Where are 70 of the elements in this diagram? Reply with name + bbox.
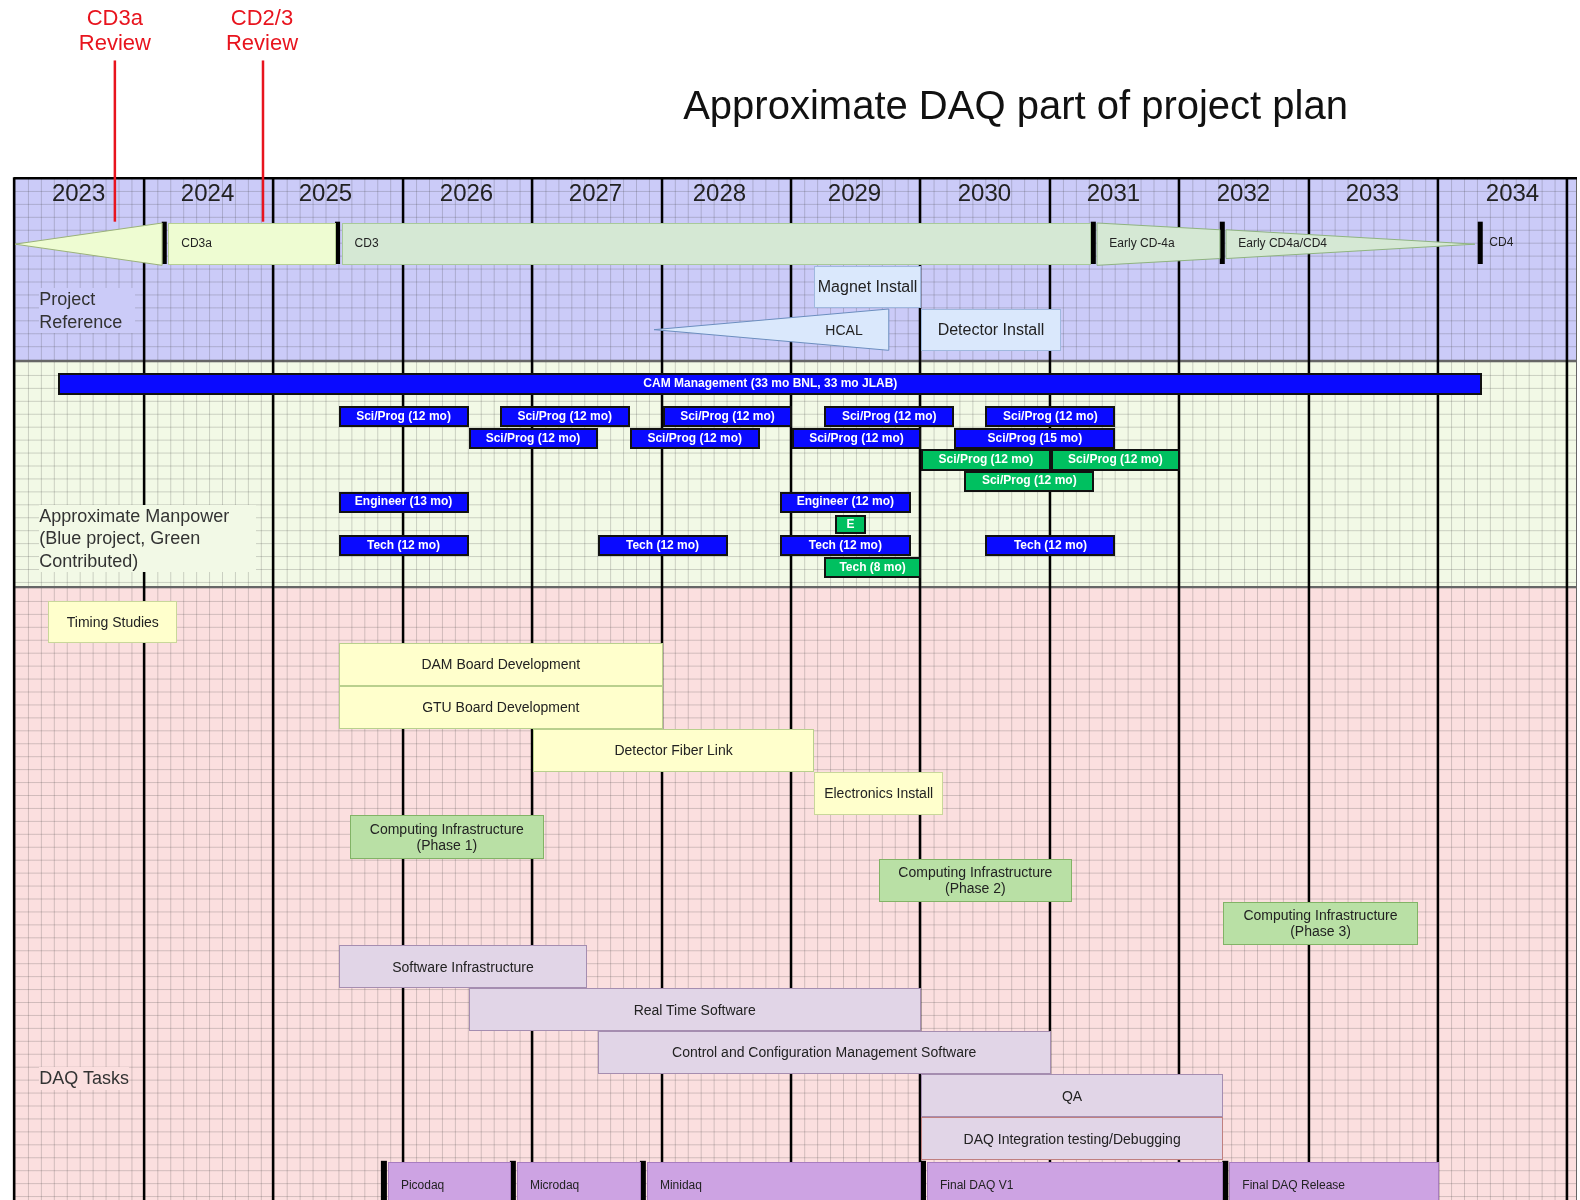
staff-bar: Sci/Prog (12 mo) xyxy=(792,428,921,450)
staff-bar: Tech (12 mo) xyxy=(597,535,728,557)
chart-title: Approximate DAQ part of project plan xyxy=(683,82,1348,128)
lane-heading: Approximate Manpower (Blue project, Green Contributed) xyxy=(39,504,256,573)
staff-bar: Sci/Prog (12 mo) xyxy=(468,428,598,450)
staff-bar: Engineer (13 mo) xyxy=(338,491,469,513)
staff-bar: Tech (12 mo) xyxy=(779,535,911,557)
schedule-bar: Magnet Install xyxy=(814,266,921,309)
task-bar: DAQ Integration testing/Debugging xyxy=(920,1117,1224,1160)
review-label: CD3a Review xyxy=(70,0,160,61)
schedule-bar: HCAL xyxy=(653,309,889,351)
staff-bar: Sci/Prog (12 mo) xyxy=(629,428,760,450)
milestone-bar xyxy=(15,222,163,265)
year-label: 2034 xyxy=(1484,179,1541,208)
task-bar: Computing Infrastructure (Phase 3) xyxy=(1223,901,1418,946)
swimlane-band xyxy=(14,360,1577,588)
lane-heading: DAQ Tasks xyxy=(39,1067,129,1090)
year-label: 2033 xyxy=(1344,179,1401,208)
swimlane-band xyxy=(14,587,1577,1200)
staff-bar: Sci/Prog (12 mo) xyxy=(663,406,792,428)
staff-bar: Sci/Prog (12 mo) xyxy=(964,470,1095,492)
milestone-bar: Early CD-4a xyxy=(1097,222,1221,265)
year-label: 2029 xyxy=(826,179,883,208)
task-bar: DAM Board Development xyxy=(338,642,663,687)
staff-bar: Sci/Prog (12 mo) xyxy=(499,406,630,428)
year-label: 2024 xyxy=(179,179,236,208)
staff-bar: Tech (12 mo) xyxy=(338,535,469,557)
task-bar: Control and Configuration Management Software xyxy=(597,1030,1051,1075)
milestone-bar: CD3a xyxy=(168,222,336,265)
task-bar: Electronics Install xyxy=(814,771,944,816)
staff-bar: Sci/Prog (12 mo) xyxy=(824,406,955,428)
staff-bar: Engineer (12 mo) xyxy=(779,491,911,513)
year-label: 2027 xyxy=(567,179,624,208)
task-bar: Computing Infrastructure (Phase 1) xyxy=(349,815,545,859)
task-bar: Microdaq xyxy=(516,1161,641,1200)
staff-bar: Tech (12 mo) xyxy=(985,535,1116,557)
staff-bar: Sci/Prog (12 mo) xyxy=(985,406,1116,428)
task-bar: Detector Fiber Link xyxy=(533,728,815,772)
review-label: CD2/3 Review xyxy=(216,0,308,61)
year-label: 2032 xyxy=(1215,179,1272,208)
task-bar: Software Infrastructure xyxy=(338,945,588,989)
schedule-bar: Detector Install xyxy=(920,309,1062,351)
year-label: 2026 xyxy=(438,179,495,208)
task-bar: Picodaq xyxy=(387,1161,511,1200)
swimlane-band xyxy=(14,177,1577,361)
staff-bar: Sci/Prog (12 mo) xyxy=(920,449,1051,471)
task-bar: Final DAQ V1 xyxy=(927,1161,1224,1200)
lane-heading: Project Reference xyxy=(39,288,135,334)
leader-line xyxy=(113,60,117,222)
staff-bar: Sci/Prog (12 mo) xyxy=(338,406,469,428)
staff-bar: Sci/Prog (12 mo) xyxy=(1050,449,1180,471)
task-bar: QA xyxy=(920,1074,1224,1118)
year-label: 2028 xyxy=(691,179,748,208)
task-bar: GTU Board Development xyxy=(338,686,663,729)
leader-line xyxy=(261,60,265,222)
staff-bar: Sci/Prog (15 mo) xyxy=(954,428,1116,450)
year-label: 2025 xyxy=(297,179,354,208)
task-bar: Computing Infrastructure (Phase 2) xyxy=(878,858,1073,902)
year-label: 2030 xyxy=(956,179,1013,208)
year-label: 2031 xyxy=(1085,179,1142,208)
milestone-bar: CD3 xyxy=(341,222,1092,265)
task-bar: Timing Studies xyxy=(48,600,178,643)
task-bar: Minidaq xyxy=(646,1161,921,1200)
task-bar: Final DAQ Release xyxy=(1229,1161,1439,1200)
task-bar: Real Time Software xyxy=(468,988,921,1031)
milestone-label: CD4 xyxy=(1489,234,1514,249)
staff-bar: Tech (8 mo) xyxy=(824,557,921,579)
staff-bar: E xyxy=(835,514,866,535)
year-label: 2023 xyxy=(50,179,107,208)
staff-bar: CAM Management (33 mo BNL, 33 mo JLAB) xyxy=(58,372,1483,395)
